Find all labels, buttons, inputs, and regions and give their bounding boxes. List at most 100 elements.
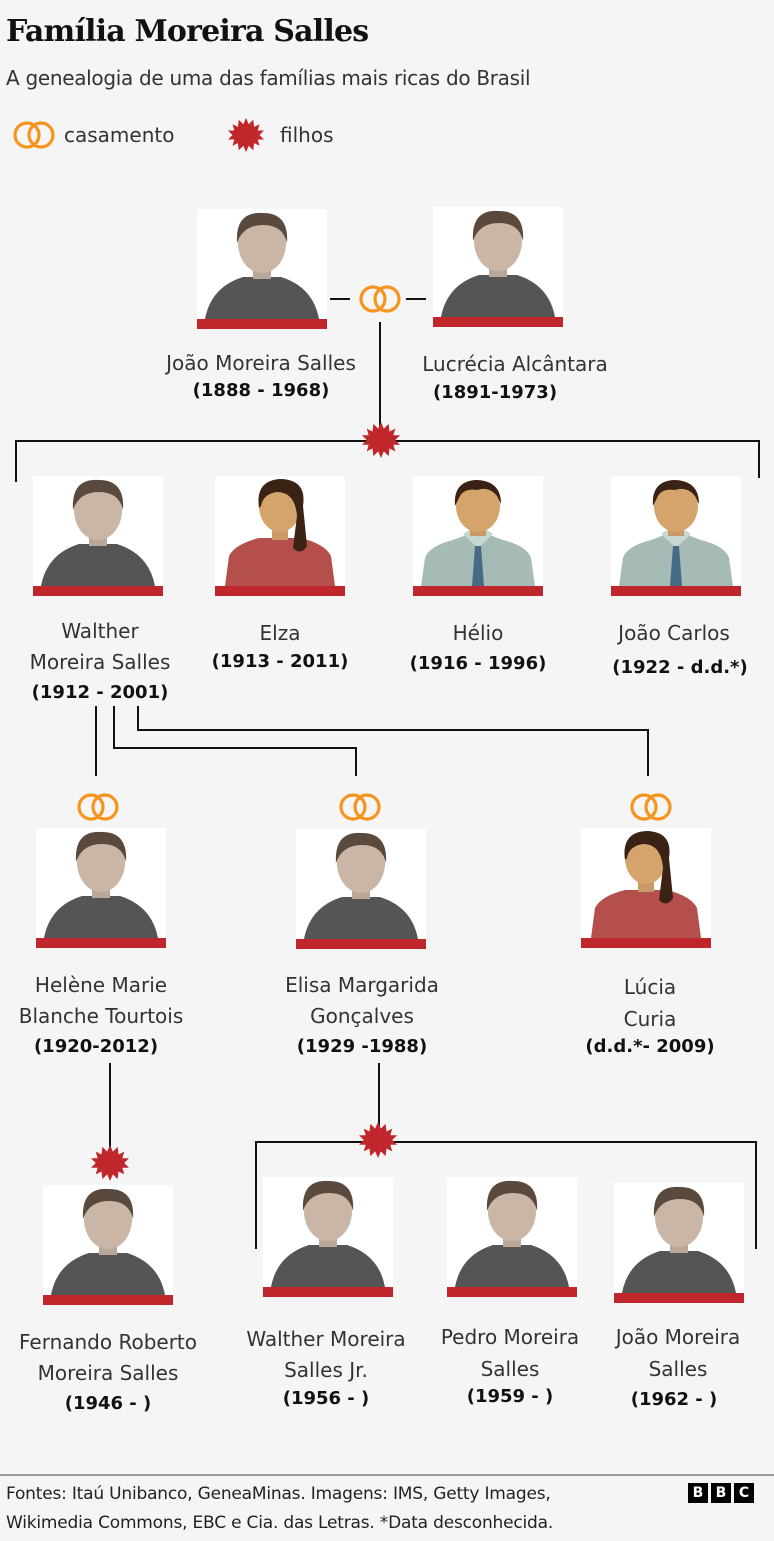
portrait-joao-carlos bbox=[611, 476, 741, 596]
portrait-lucrecia-alcantara bbox=[433, 207, 563, 327]
footer-sources-line2: Wikimedia Commons, EBC e Cia. das Letras… bbox=[6, 1513, 554, 1533]
male-silhouette-icon bbox=[611, 476, 741, 586]
connector bbox=[95, 706, 97, 776]
person-name: Moreira Salles bbox=[29, 650, 171, 674]
person-name: Elisa Margarida bbox=[285, 973, 439, 997]
portrait-elisa-margarida-goncalves bbox=[296, 829, 426, 949]
person-name: Walther Moreira bbox=[246, 1327, 406, 1351]
connector bbox=[255, 1141, 257, 1249]
legend-children: filhos bbox=[228, 117, 334, 153]
person-dates: (1922 - d.d.*) bbox=[612, 657, 748, 678]
person-photo bbox=[614, 1183, 744, 1293]
person-name: Elza bbox=[259, 621, 301, 645]
person-photo bbox=[33, 476, 163, 586]
person-name: Moreira Salles bbox=[37, 1361, 179, 1385]
person-photo bbox=[447, 1177, 577, 1287]
connector bbox=[113, 747, 357, 749]
rings-icon bbox=[338, 792, 382, 822]
female-silhouette-icon bbox=[215, 476, 345, 586]
footer-divider bbox=[0, 1474, 774, 1476]
portrait-walther-moreira-salles bbox=[33, 476, 163, 596]
rings-icon bbox=[358, 284, 402, 314]
person-photo bbox=[433, 207, 563, 317]
connector bbox=[355, 747, 357, 776]
person-dates: (1912 - 2001) bbox=[31, 682, 169, 703]
bbc-logo-letter: B bbox=[711, 1483, 731, 1503]
starburst-icon bbox=[228, 117, 264, 153]
person-name: Pedro Moreira bbox=[440, 1325, 580, 1349]
portrait-fernando-roberto-moreira-salles bbox=[43, 1185, 173, 1305]
connector bbox=[647, 729, 649, 776]
page-title: Família Moreira Salles bbox=[6, 14, 369, 49]
person-name: Walther bbox=[61, 619, 139, 643]
person-dates: (1920-2012) bbox=[33, 1036, 159, 1057]
person-name: João Moreira bbox=[615, 1325, 741, 1349]
rings-icon bbox=[76, 792, 120, 822]
person-dates: (1962 - ) bbox=[630, 1389, 718, 1410]
person-name: Helène Marie bbox=[34, 973, 168, 997]
connector bbox=[137, 729, 649, 731]
bbc-logo: B B C bbox=[688, 1483, 754, 1503]
portrait-joao-moreira-salles bbox=[197, 209, 327, 329]
person-name: Lúcia bbox=[623, 975, 677, 999]
legend-marriage-label: casamento bbox=[64, 123, 175, 147]
person-dates: (1913 - 2011) bbox=[211, 651, 349, 672]
rings-icon bbox=[12, 120, 56, 150]
connector bbox=[109, 1063, 111, 1149]
person-name: Salles bbox=[480, 1357, 540, 1381]
connector bbox=[758, 440, 760, 478]
person-photo bbox=[263, 1177, 393, 1287]
person-dates: (1888 - 1968) bbox=[192, 380, 330, 401]
portrait-helene-marie-blanche-tourtois bbox=[36, 828, 166, 948]
person-photo bbox=[197, 209, 327, 319]
portrait-elza bbox=[215, 476, 345, 596]
male-silhouette-icon bbox=[413, 476, 543, 586]
starburst-icon bbox=[362, 421, 400, 459]
person-dates: (1891-1973) bbox=[432, 382, 558, 403]
connector bbox=[755, 1141, 757, 1249]
person-name: Curia bbox=[623, 1007, 677, 1031]
bbc-logo-letter: B bbox=[688, 1483, 708, 1503]
bbc-logo-letter: C bbox=[734, 1483, 754, 1503]
person-name: Fernando Roberto bbox=[18, 1330, 198, 1354]
person-photo bbox=[43, 1185, 173, 1295]
person-photo bbox=[296, 829, 426, 939]
person-dates: (d.d.*- 2009) bbox=[585, 1036, 715, 1057]
starburst-icon bbox=[359, 1121, 397, 1159]
person-dates: (1946 - ) bbox=[64, 1393, 152, 1414]
footer-sources-line1: Fontes: Itaú Unibanco, GeneaMinas. Image… bbox=[6, 1484, 551, 1504]
person-name: João Moreira Salles bbox=[166, 351, 356, 375]
legend-marriage: casamento bbox=[12, 120, 174, 150]
connector bbox=[406, 298, 426, 300]
person-name: Hélio bbox=[452, 621, 504, 645]
person-name: Gonçalves bbox=[310, 1004, 414, 1028]
connector bbox=[15, 440, 17, 482]
portrait-helio bbox=[413, 476, 543, 596]
portrait-lucia-curia bbox=[581, 828, 711, 948]
person-dates: (1929 -1988) bbox=[296, 1036, 428, 1057]
portrait-joao-moreira-salles-son bbox=[614, 1183, 744, 1303]
person-name: Lucrécia Alcântara bbox=[422, 352, 608, 376]
connector bbox=[330, 298, 350, 300]
person-name: Blanche Tourtois bbox=[18, 1004, 184, 1028]
person-photo bbox=[36, 828, 166, 938]
footer-sources: Fontes: Itaú Unibanco, GeneaMinas. Image… bbox=[6, 1480, 553, 1538]
rings-icon bbox=[629, 792, 673, 822]
connector bbox=[113, 706, 115, 748]
connector bbox=[255, 1141, 757, 1143]
page-subtitle: A genealogia de uma das famílias mais ri… bbox=[6, 66, 531, 90]
legend-children-label: filhos bbox=[280, 123, 334, 147]
portrait-pedro-moreira-salles bbox=[447, 1177, 577, 1297]
person-dates: (1916 - 1996) bbox=[409, 653, 547, 674]
connector bbox=[378, 1063, 380, 1129]
person-name: Salles Jr. bbox=[284, 1358, 368, 1382]
female-silhouette-icon bbox=[581, 828, 711, 938]
person-name: João Carlos bbox=[618, 621, 730, 645]
connector bbox=[137, 706, 139, 730]
person-dates: (1959 - ) bbox=[466, 1386, 554, 1407]
person-dates: (1956 - ) bbox=[282, 1388, 370, 1409]
starburst-icon bbox=[91, 1144, 129, 1182]
connector bbox=[379, 322, 381, 432]
person-name: Salles bbox=[648, 1357, 708, 1381]
portrait-walther-moreira-salles-jr bbox=[263, 1177, 393, 1297]
